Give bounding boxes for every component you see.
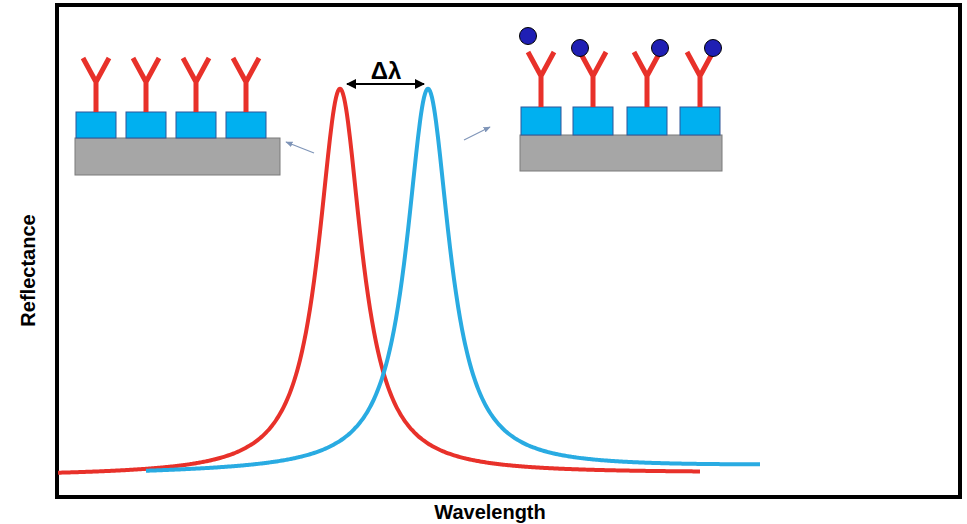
pointer-line: [286, 142, 314, 153]
antibody: [634, 52, 660, 107]
pointer-line: [464, 127, 490, 140]
plot-frame: [57, 5, 960, 497]
antibody: [233, 58, 259, 112]
antibody: [183, 58, 209, 112]
analyte-molecule: [520, 28, 537, 45]
axis-title: Reflectance: [17, 214, 40, 326]
antibody: [133, 58, 159, 112]
antibody: [83, 58, 109, 112]
bound-sensor-inset: [520, 28, 723, 172]
antibody: [687, 52, 713, 107]
spectra: [58, 89, 760, 473]
analyte-molecule: [652, 40, 669, 57]
axis-title: Wavelength: [434, 501, 546, 524]
antibody: [528, 52, 554, 107]
analyte-molecule: [572, 40, 589, 57]
antibody: [580, 52, 606, 107]
shift-label: Δλ: [371, 57, 402, 85]
analyte-molecule: [705, 40, 722, 57]
bare-sensor-inset: [75, 58, 280, 175]
